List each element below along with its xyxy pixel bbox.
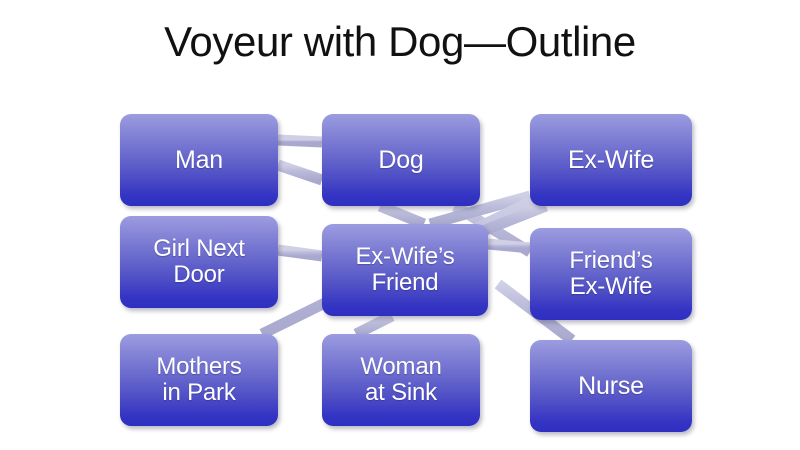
node-label-mothers-in-park: Mothers in Park [156,353,242,406]
node-label-friends-ex-wife: Friend’s Ex-Wife [569,247,653,300]
node-ex-wifes-friend[interactable]: Ex-Wife’s Friend [322,224,488,316]
node-ex-wife[interactable]: Ex-Wife [530,114,692,206]
node-nurse[interactable]: Nurse [530,340,692,432]
node-label-girl-next-door: Girl Next Door [153,235,245,288]
node-girl-next-door[interactable]: Girl Next Door [120,216,278,308]
node-label-woman-at-sink: Woman at Sink [360,353,442,406]
node-label-man: Man [174,145,224,174]
node-label-ex-wife: Ex-Wife [567,145,655,174]
node-label-dog: Dog [378,145,424,174]
node-man[interactable]: Man [120,114,278,206]
node-mothers-in-park[interactable]: Mothers in Park [120,334,278,426]
node-label-ex-wifes-friend: Ex-Wife’s Friend [355,243,455,296]
node-label-nurse: Nurse [578,371,644,400]
node-woman-at-sink[interactable]: Woman at Sink [322,334,480,426]
page-title: Voyeur with Dog—Outline [164,18,636,65]
node-dog[interactable]: Dog [322,114,480,206]
node-friends-ex-wife[interactable]: Friend’s Ex-Wife [530,228,692,320]
